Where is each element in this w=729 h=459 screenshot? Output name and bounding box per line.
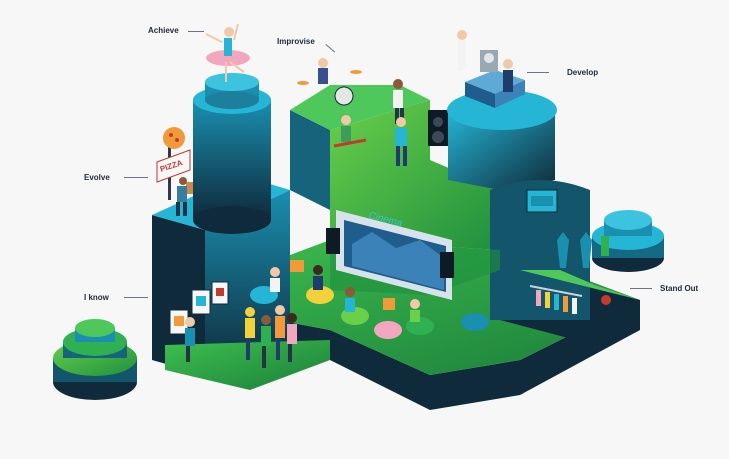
cinema: Cinema	[290, 210, 500, 310]
label-stand-out: Stand Out	[660, 284, 699, 293]
tiered-platform-left	[53, 319, 137, 400]
leader-line-i-know	[124, 297, 148, 298]
leader-line-stand-out	[630, 288, 652, 289]
tiered-platform-right	[592, 210, 664, 272]
label-i-know: I know	[84, 293, 109, 302]
label-achieve: Achieve	[148, 26, 179, 35]
achieve-tower	[193, 73, 271, 234]
develop-tower	[447, 30, 557, 190]
label-evolve: Evolve	[84, 173, 110, 182]
label-develop: Develop	[567, 68, 599, 77]
stand-out-block	[490, 180, 640, 345]
band	[297, 58, 448, 166]
ballerina	[205, 23, 250, 82]
label-improvise: Improvise	[277, 37, 315, 46]
leader-line-evolve	[124, 177, 148, 178]
leader-line-achieve	[188, 31, 204, 32]
audience	[250, 265, 489, 339]
gallery	[165, 281, 330, 390]
leader-line-develop	[527, 72, 549, 73]
